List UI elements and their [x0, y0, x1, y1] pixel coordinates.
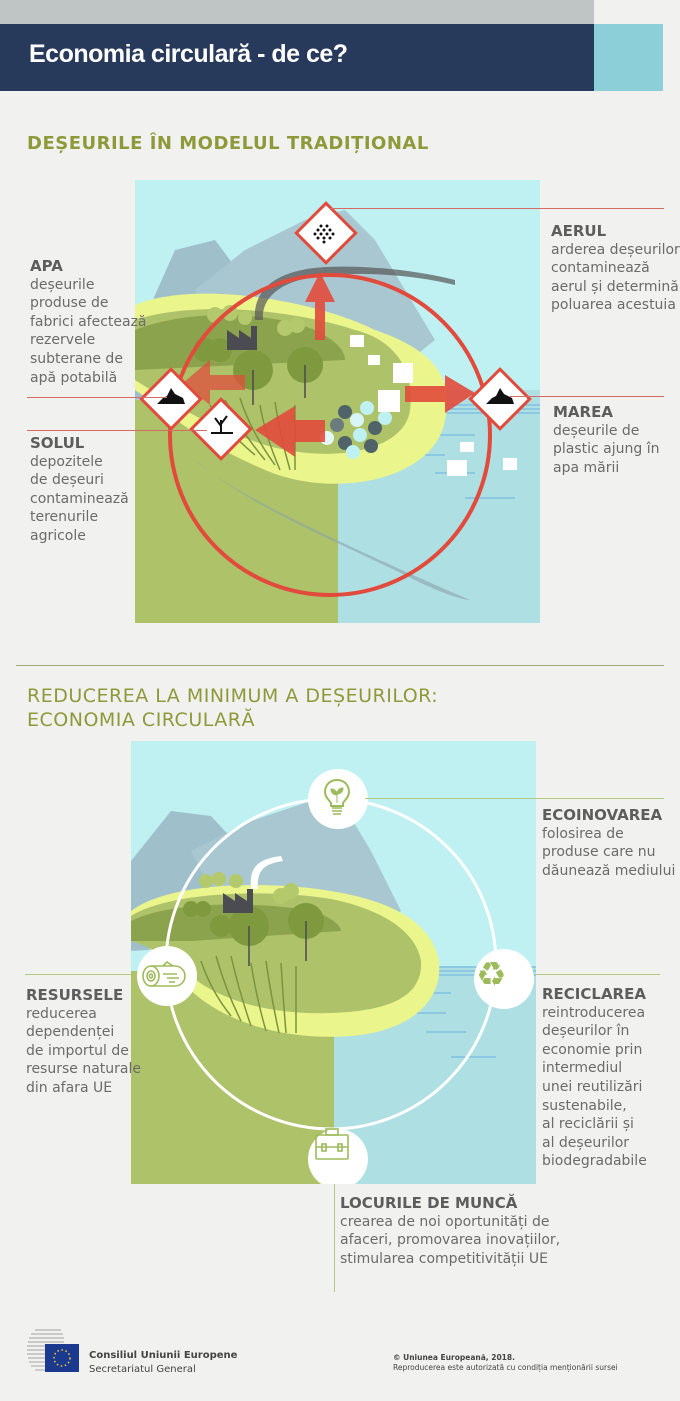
reciclarea-leader-line [536, 974, 660, 975]
callout-marea: MAREA deșeurile de plastic ajung în apa … [553, 403, 660, 477]
callout-solul-text: depozitele de deșeuri contaminează teren… [30, 453, 129, 544]
callout-solul: SOLUL depozitele de deșeuri contaminează… [30, 434, 129, 546]
callout-resursele-title: RESURSELE [26, 986, 124, 1004]
top-grey-bar [0, 0, 594, 24]
eu-flag-icon [45, 1344, 79, 1372]
footer-org-name: Consiliul Uniunii Europene [89, 1350, 238, 1361]
callout-apa-text: deșeurile produse de fabrici afectează r… [30, 276, 147, 386]
section-title-line-2: ECONOMIA CIRCULARĂ [27, 709, 255, 731]
callout-locurile-text: crearea de noi oportunități de afaceri, … [340, 1213, 561, 1267]
callout-resursele: RESURSELE reducerea dependenței de impor… [26, 986, 141, 1098]
callout-reciclarea: RECICLAREA reintroducerea deșeurilor în … [542, 985, 647, 1171]
log-icon [142, 960, 186, 987]
footer-organization: Consiliul Uniunii Europene Secretariatul… [89, 1349, 237, 1377]
apa-leader-line [27, 397, 167, 398]
section-divider [16, 665, 664, 666]
callout-marea-text: deșeurile de plastic ajung în apa mării [553, 422, 660, 476]
section-title-circular: REDUCEREA LA MINIMUM A DEȘEURILOR: ECONO… [27, 684, 438, 732]
callout-solul-title: SOLUL [30, 434, 85, 452]
callout-locurile-title: LOCURILE DE MUNCĂ [340, 1194, 518, 1212]
callout-ecoinovarea-title: ECOINOVAREA [542, 806, 663, 824]
section-title-line-1: REDUCEREA LA MINIMUM A DEȘEURILOR: [27, 685, 439, 707]
section-title-traditional: DEȘEURILE ÎN MODELUL TRADIȚIONAL [27, 133, 429, 154]
footer-org-sub: Secretariatul General [89, 1364, 196, 1375]
footer-copyright: © Uniunea Europeană, 2018. Reproducerea … [393, 1353, 618, 1373]
briefcase-icon [315, 1128, 349, 1160]
council-logo [27, 1329, 79, 1372]
callout-marea-title: MAREA [553, 403, 613, 421]
page-title: Economia circulară - de ce? [29, 40, 348, 68]
traditional-model-illustration [135, 180, 540, 623]
callout-aerul: AERUL arderea deșeurilor contaminează ae… [551, 222, 680, 315]
locurile-leader-line [334, 1184, 335, 1292]
callout-aerul-title: AERUL [551, 222, 607, 240]
circular-economy-illustration [131, 741, 536, 1184]
callout-reciclarea-title: RECICLAREA [542, 985, 646, 1003]
aerul-leader-line [330, 208, 664, 209]
lightbulb-plant-icon [323, 778, 351, 815]
callout-ecoinovarea: ECOINOVAREA folosirea de produse care nu… [542, 806, 675, 880]
callout-reciclarea-text: reintroducerea deșeurilor în economie pr… [542, 1004, 647, 1170]
header-accent-block [594, 24, 663, 91]
header-banner [0, 24, 594, 91]
callout-apa: APA deșeurile produse de fabrici afectea… [30, 257, 147, 387]
callout-resursele-text: reducerea dependenței de importul de res… [26, 1005, 141, 1096]
callout-aerul-text: arderea deșeurilor contaminează aerul și… [551, 241, 680, 314]
callout-apa-title: APA [30, 257, 63, 275]
resursele-leader-line [25, 974, 131, 975]
particles-hazard-icon [313, 224, 335, 244]
solul-leader-line [27, 430, 207, 431]
callout-ecoinovarea-text: folosirea de produse care nu dăunează me… [542, 825, 676, 879]
ecoinovarea-leader-line [365, 798, 664, 799]
callout-locurile: LOCURILE DE MUNCĂ crearea de noi oportun… [340, 1194, 560, 1268]
marea-leader-line [510, 396, 664, 397]
recycle-icon: ♻ [476, 956, 507, 994]
footer-copyright-text: © Uniunea Europeană, 2018. [393, 1353, 515, 1362]
footer-reproduction-text: Reproducerea este autorizată cu condiția… [393, 1363, 618, 1372]
